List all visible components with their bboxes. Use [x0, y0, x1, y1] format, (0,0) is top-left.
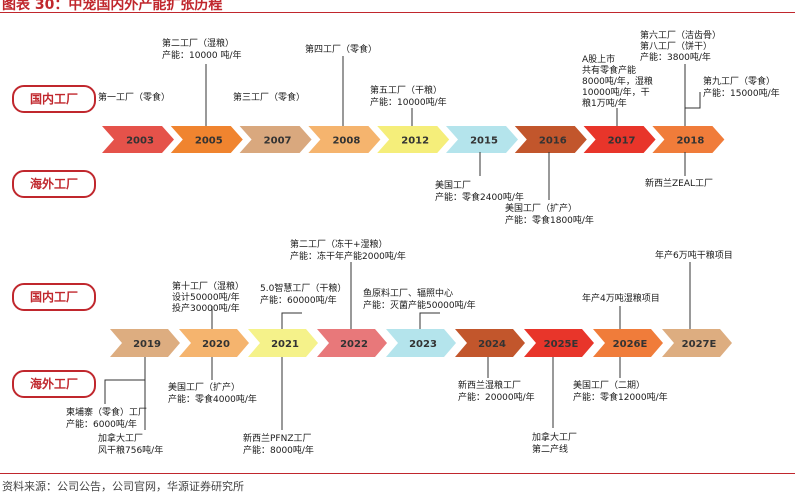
- note-2007: 第三工厂（零食）: [233, 93, 306, 103]
- chevron-2021: [248, 329, 318, 357]
- note-2020-b: 美国工厂（扩产） 产能：零食4000吨/年: [168, 383, 257, 405]
- note-2003: 第一工厂（零食）: [98, 93, 171, 103]
- chevron-label-2003: 2003: [126, 136, 154, 147]
- domestic-label-top: 国内工厂: [12, 85, 96, 113]
- chevron-label-2024: 2024: [478, 339, 506, 350]
- chevron-2024: [455, 329, 525, 357]
- note-2019: 柬埔寨（零食）工厂 产能：6000吨/年: [66, 408, 148, 430]
- chevron-label-2016: 2016: [539, 136, 567, 147]
- title-underline: [0, 12, 795, 13]
- note-2015: 美国工厂 产能：零食2400吨/年: [435, 181, 524, 203]
- connector-lines: [104, 56, 701, 430]
- note-2012: 第五工厂（干粮） 产能：10000吨/年: [370, 86, 447, 108]
- note-2021: 5.0智慧工厂（干粮） 产能：60000吨/年: [260, 284, 347, 306]
- note-2018-a: 第六工厂（洁齿骨） 第八工厂（饼干） 产能：3800吨/年: [640, 31, 722, 63]
- chevron-label-2026E: 2026E: [613, 339, 648, 350]
- chevron-2015: [446, 126, 518, 153]
- chevron-2005: [170, 126, 243, 153]
- chevron-label-2022: 2022: [340, 339, 368, 350]
- note-2021-b: 新西兰PFNZ工厂 产能：8000吨/年: [243, 434, 314, 456]
- source-note: 资料来源：公司公告，公司官网，华源证券研究所: [2, 480, 244, 493]
- note-2026: 年产4万吨湿粮项目: [582, 294, 660, 304]
- note-2020: 第十工厂（湿粮） 设计50000吨/年 投产30000吨/年: [172, 282, 245, 314]
- note-2005: 第二工厂（湿粮） 产能：10000 吨/年: [162, 39, 242, 61]
- chevron-2019: [110, 329, 180, 357]
- chevron-label-2019: 2019: [133, 339, 161, 350]
- domestic-label-bottom: 国内工厂: [12, 283, 96, 311]
- chevron-2023: [386, 329, 456, 357]
- timeline-bottom: 2019 2020 2021 2022 2023 2024 2025E 2026E 2027E: [110, 329, 732, 357]
- chevron-label-2027E: 2027E: [682, 339, 717, 350]
- chevron-2022: [317, 329, 387, 357]
- note-2016: 美国工厂（扩产） 产能：零食1800吨/年: [505, 204, 594, 226]
- overseas-label-bottom: 海外工厂: [12, 370, 96, 398]
- chevron-2007: [239, 126, 312, 153]
- overseas-label-top: 海外工厂: [12, 170, 96, 198]
- chevron-2027E: [662, 329, 732, 357]
- chevron-2016: [514, 126, 587, 153]
- chevron-label-2021: 2021: [271, 339, 299, 350]
- timeline-top: 2003 2005 2007 2008 2012 2015 2016 2017 2018: [102, 126, 725, 153]
- note-2022: 第二工厂（冻干+湿粮） 产能：冻干年产能2000吨/年: [290, 240, 406, 262]
- figure-title: 图表 30：中宠国内外产能扩张历程: [2, 0, 223, 13]
- chevron-label-2018: 2018: [676, 136, 704, 147]
- note-2026-b: 美国工厂（二期） 产能：零食12000吨/年: [573, 381, 668, 403]
- chevron-2018: [652, 126, 725, 153]
- chevron-label-2017: 2017: [608, 136, 636, 147]
- chevron-2020: [179, 329, 249, 357]
- note-2018-b: 第九工厂（零食） 产能：15000吨/年: [703, 77, 780, 99]
- note-2018-c: 新西兰ZEAL工厂: [645, 179, 714, 189]
- chevron-2017: [583, 126, 656, 153]
- chevron-label-2020: 2020: [202, 339, 230, 350]
- chevron-label-2012: 2012: [401, 136, 429, 147]
- chevron-2025E: [524, 329, 594, 357]
- chevron-2026E: [593, 329, 663, 357]
- chevron-2012: [377, 126, 450, 153]
- chevron-label-2005: 2005: [195, 136, 223, 147]
- chevron-label-2008: 2008: [332, 136, 360, 147]
- note-2023: 鱼原料工厂、辐照中心 产能：灭菌产能50000吨/年: [363, 289, 476, 311]
- note-2019-b: 加拿大工厂 风干粮756吨/年: [98, 434, 164, 456]
- note-2008: 第四工厂（零食）: [305, 45, 378, 55]
- chevron-2003: [102, 126, 174, 153]
- note-2017: A股上市 共有零食产能 8000吨/年，湿粮 10000吨/年，干 粮1万吨/年: [582, 55, 653, 109]
- note-2027: 年产6万吨干粮项目: [655, 251, 733, 261]
- chevron-label-2007: 2007: [264, 136, 292, 147]
- chevron-label-2025E: 2025E: [544, 339, 579, 350]
- chevron-2008: [308, 126, 381, 153]
- footer-rule: [0, 473, 795, 474]
- chevron-label-2015: 2015: [470, 136, 498, 147]
- note-2025: 加拿大工厂 第二产线: [532, 433, 578, 455]
- note-2024: 新西兰湿粮工厂 产能：20000吨/年: [458, 381, 535, 403]
- chevron-label-2023: 2023: [409, 339, 437, 350]
